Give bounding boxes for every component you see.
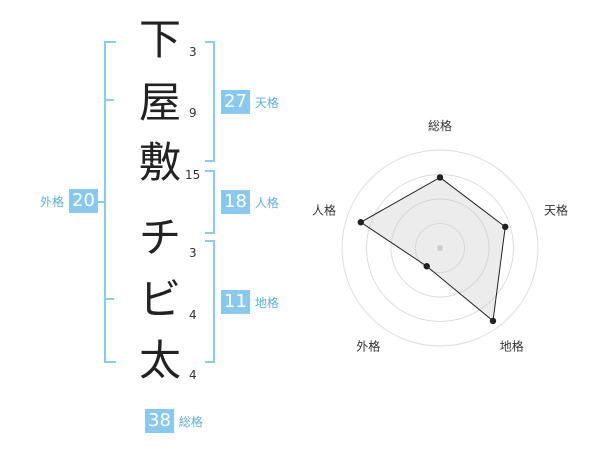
tenkaku-bracket <box>205 41 215 162</box>
radar-point-3 <box>489 317 497 325</box>
jinkaku-badge: 18 人格 <box>221 190 279 214</box>
gaikaku-bracket-tick-2 <box>104 298 114 300</box>
given-strokes-3: 4 <box>189 368 197 382</box>
jinkaku-value: 18 <box>221 190 250 214</box>
soukaku-badge: 38 総格 <box>145 409 203 433</box>
surname-strokes-3: 15 <box>185 168 201 182</box>
radar-point-1 <box>436 174 444 181</box>
given-strokes-1: 3 <box>189 246 197 260</box>
tenkaku-badge: 27 天格 <box>221 90 279 114</box>
chikaku-label: 地格 <box>254 295 279 310</box>
gaikaku-connector <box>98 201 104 203</box>
gaikaku-label: 外格 <box>40 194 65 209</box>
radar-point-2 <box>502 223 509 231</box>
radar-axis-label-1: 総格 <box>428 118 452 133</box>
radar-ring-1 <box>415 223 465 273</box>
radar-axis-label-2: 天格 <box>544 202 568 217</box>
radar-ring-3 <box>366 174 514 322</box>
radar-ring-4 <box>341 149 539 347</box>
radar-point-4 <box>423 263 430 270</box>
surname-char-1: 下 <box>138 15 181 64</box>
gaikaku-bracket <box>104 41 116 363</box>
surname-char-3: 敷 <box>138 138 181 187</box>
gaikaku-value: 20 <box>69 189 98 213</box>
tenkaku-value: 27 <box>221 90 250 114</box>
jinkaku-label: 人格 <box>254 195 279 210</box>
chikaku-badge: 11 地格 <box>221 290 279 314</box>
given-char-3: 太 <box>138 336 181 385</box>
chikaku-value: 11 <box>221 290 250 314</box>
jinkaku-bracket <box>205 170 215 234</box>
gaikaku-badge: 外格 20 <box>40 189 98 213</box>
soukaku-label: 総格 <box>178 414 203 429</box>
chikaku-bracket <box>205 240 215 363</box>
radar-ring-2 <box>390 198 490 298</box>
radar-axis-label-4: 外格 <box>356 339 380 354</box>
radar-center-dot <box>437 245 443 251</box>
radar-axis-label-3: 地格 <box>500 339 524 354</box>
surname-char-2: 屋 <box>138 78 181 127</box>
surname-strokes-2: 9 <box>189 106 197 120</box>
soukaku-value: 38 <box>145 409 174 433</box>
given-char-2: ビ <box>138 275 181 324</box>
radar-series-polygon <box>359 176 506 322</box>
gaikaku-bracket-tick-1 <box>104 99 114 101</box>
tenkaku-label: 天格 <box>254 95 279 110</box>
given-char-1: チ <box>138 213 181 262</box>
radar-point-5 <box>357 219 364 226</box>
given-strokes-2: 4 <box>189 308 197 322</box>
surname-strokes-1: 3 <box>189 45 197 59</box>
radar-axis-label-5: 人格 <box>312 202 336 217</box>
